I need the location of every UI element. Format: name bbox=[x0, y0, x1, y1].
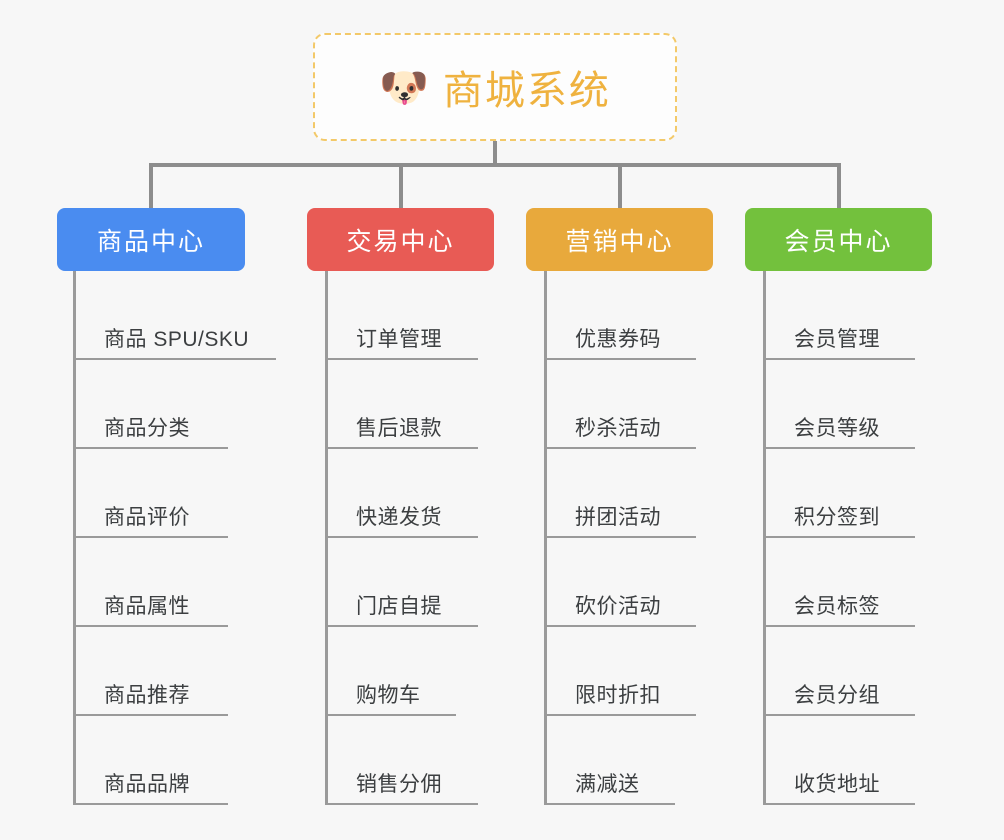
branch-trunk-line bbox=[73, 271, 76, 805]
leaf-item-label: 会员管理 bbox=[794, 328, 880, 351]
leaf-item-underline bbox=[325, 358, 478, 360]
leaf-item[interactable]: 售后退款 bbox=[325, 360, 478, 449]
leaf-item-underline bbox=[73, 536, 228, 538]
category-label: 会员中心 bbox=[784, 227, 893, 256]
leaf-item-underline bbox=[763, 714, 915, 716]
leaf-item-label: 满减送 bbox=[575, 773, 640, 796]
leaf-item-underline bbox=[544, 447, 696, 449]
leaf-item-label: 购物车 bbox=[356, 684, 421, 707]
leaf-item-underline bbox=[763, 803, 915, 805]
category-box-4[interactable]: 会员中心 bbox=[745, 208, 932, 271]
branch-trunk-line bbox=[544, 271, 547, 805]
leaf-item[interactable]: 商品属性 bbox=[73, 538, 249, 627]
root-title: 商城系统 bbox=[442, 69, 611, 113]
leaf-item[interactable]: 优惠券码 bbox=[544, 271, 696, 360]
leaf-item[interactable]: 商品 SPU/SKU bbox=[73, 271, 276, 360]
leaf-item[interactable]: 商品分类 bbox=[73, 360, 249, 449]
branch-bus-connector bbox=[151, 163, 839, 167]
leaf-item-label: 售后退款 bbox=[356, 417, 442, 440]
leaf-item-underline bbox=[325, 714, 456, 716]
category-box-2[interactable]: 交易中心 bbox=[307, 208, 494, 271]
leaf-item-label: 商品推荐 bbox=[104, 684, 190, 707]
leaf-item-underline bbox=[544, 803, 675, 805]
leaf-item[interactable]: 收货地址 bbox=[763, 716, 915, 805]
leaf-item-label: 会员标签 bbox=[794, 595, 880, 618]
branch-column-3: 优惠券码秒杀活动拼团活动砍价活动限时折扣满减送 bbox=[544, 271, 696, 805]
leaf-item-underline bbox=[325, 625, 478, 627]
leaf-item[interactable]: 会员等级 bbox=[763, 360, 915, 449]
leaf-item-underline bbox=[73, 803, 228, 805]
leaf-item[interactable]: 拼团活动 bbox=[544, 449, 696, 538]
leaf-item-underline bbox=[763, 358, 915, 360]
root-stem-connector bbox=[493, 141, 497, 165]
leaf-item-underline bbox=[763, 536, 915, 538]
leaf-item-label: 商品分类 bbox=[104, 417, 190, 440]
leaf-item[interactable]: 销售分佣 bbox=[325, 716, 478, 805]
leaf-item-label: 砍价活动 bbox=[575, 595, 661, 618]
root-node[interactable]: 🐶 商城系统 bbox=[313, 33, 677, 141]
leaf-item[interactable]: 门店自提 bbox=[325, 538, 478, 627]
category-label: 商品中心 bbox=[96, 227, 205, 256]
leaf-item-underline bbox=[763, 447, 915, 449]
leaf-item-label: 订单管理 bbox=[356, 328, 442, 351]
category-box-1[interactable]: 商品中心 bbox=[57, 208, 245, 271]
leaf-item-label: 商品评价 bbox=[104, 506, 190, 529]
category-box-3[interactable]: 营销中心 bbox=[526, 208, 713, 271]
leaf-item[interactable]: 会员分组 bbox=[763, 627, 915, 716]
leaf-item-label: 商品属性 bbox=[104, 595, 190, 618]
leaf-item-label: 销售分佣 bbox=[356, 773, 442, 796]
branch-column-4: 会员管理会员等级积分签到会员标签会员分组收货地址 bbox=[763, 271, 915, 805]
leaf-item-label: 会员分组 bbox=[794, 684, 880, 707]
leaf-item-label: 收货地址 bbox=[794, 773, 880, 796]
leaf-item[interactable]: 满减送 bbox=[544, 716, 675, 805]
branch-drop-connector-4 bbox=[837, 163, 841, 209]
leaf-item-label: 门店自提 bbox=[356, 595, 442, 618]
leaf-item-underline bbox=[325, 536, 478, 538]
branch-trunk-line bbox=[325, 271, 328, 805]
leaf-item-underline bbox=[544, 358, 696, 360]
leaf-item[interactable]: 商品推荐 bbox=[73, 627, 249, 716]
leaf-item[interactable]: 商品评价 bbox=[73, 449, 249, 538]
leaf-item-underline bbox=[544, 536, 696, 538]
leaf-item-label: 会员等级 bbox=[794, 417, 880, 440]
branch-column-2: 订单管理售后退款快递发货门店自提购物车销售分佣 bbox=[325, 271, 478, 805]
leaf-item[interactable]: 限时折扣 bbox=[544, 627, 696, 716]
branch-drop-connector-1 bbox=[149, 163, 153, 209]
leaf-item-label: 商品 SPU/SKU bbox=[104, 328, 250, 351]
leaf-item-label: 商品品牌 bbox=[104, 773, 190, 796]
leaf-item-label: 秒杀活动 bbox=[575, 417, 661, 440]
leaf-item-underline bbox=[763, 625, 915, 627]
leaf-item-underline bbox=[325, 447, 478, 449]
leaf-item-underline bbox=[73, 714, 228, 716]
leaf-item-underline bbox=[544, 714, 696, 716]
leaf-item[interactable]: 秒杀活动 bbox=[544, 360, 696, 449]
leaf-item-label: 积分签到 bbox=[794, 506, 880, 529]
leaf-item-underline bbox=[325, 803, 478, 805]
branch-column-1: 商品 SPU/SKU 商品分类商品评价商品属性商品推荐商品品牌 bbox=[73, 271, 276, 805]
leaf-item[interactable]: 积分签到 bbox=[763, 449, 915, 538]
leaf-item[interactable]: 商品品牌 bbox=[73, 716, 249, 805]
category-label: 交易中心 bbox=[346, 227, 455, 256]
leaf-item-underline bbox=[544, 625, 696, 627]
leaf-item-label: 快递发货 bbox=[356, 506, 442, 529]
branch-drop-connector-2 bbox=[399, 163, 403, 209]
category-label: 营销中心 bbox=[565, 227, 674, 256]
leaf-item[interactable]: 快递发货 bbox=[325, 449, 478, 538]
leaf-item[interactable]: 订单管理 bbox=[325, 271, 478, 360]
leaf-item-underline bbox=[73, 625, 228, 627]
leaf-item[interactable]: 购物车 bbox=[325, 627, 456, 716]
leaf-item[interactable]: 砍价活动 bbox=[544, 538, 696, 627]
dog-face-icon: 🐶 bbox=[379, 66, 429, 110]
leaf-item[interactable]: 会员管理 bbox=[763, 271, 915, 360]
leaf-item-label: 优惠券码 bbox=[575, 328, 661, 351]
leaf-item-underline bbox=[73, 358, 276, 360]
leaf-item-label: 拼团活动 bbox=[575, 506, 661, 529]
leaf-item-underline bbox=[73, 447, 228, 449]
branch-drop-connector-3 bbox=[618, 163, 622, 209]
branch-trunk-line bbox=[763, 271, 766, 805]
leaf-item[interactable]: 会员标签 bbox=[763, 538, 915, 627]
leaf-item-label: 限时折扣 bbox=[575, 684, 661, 707]
